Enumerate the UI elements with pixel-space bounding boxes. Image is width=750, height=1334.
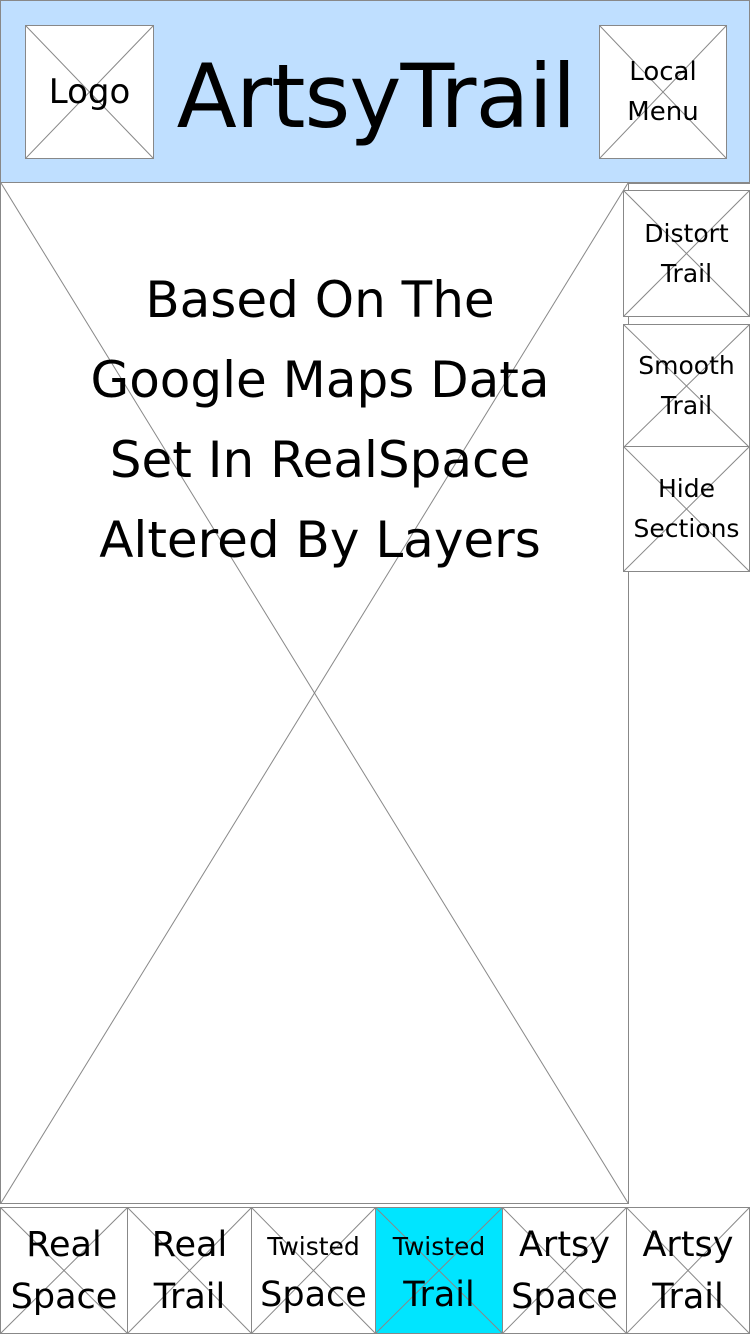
tab-label-line2: Space xyxy=(260,1274,367,1315)
tool-label-line2: Trail xyxy=(660,391,713,420)
map-description-line: Altered By Layers xyxy=(99,511,541,569)
tool-label-line2: Trail xyxy=(660,258,713,288)
tab-label-line2: Trail xyxy=(652,1276,724,1317)
tab-label-line1: Artsy xyxy=(642,1224,734,1265)
map-description: Based On The Google Maps Data Set In Rea… xyxy=(40,260,600,580)
map-view[interactable] xyxy=(0,183,629,1204)
tab-label-line1: Twisted xyxy=(267,1231,360,1261)
tab-artsy-trail[interactable]: Artsy Trail xyxy=(626,1207,750,1334)
menu-label-line2: Menu xyxy=(627,97,699,127)
app-title: ArtsyTrail xyxy=(176,44,577,148)
map-description-line: Based On The xyxy=(145,271,495,329)
tab-label-line1: Real xyxy=(26,1224,102,1265)
tab-label-line1: Real xyxy=(151,1224,228,1265)
tab-real-space[interactable]: Real Space xyxy=(0,1207,128,1334)
tab-twisted-space[interactable]: Twisted Space xyxy=(251,1207,376,1334)
tab-real-trail[interactable]: Real Trail xyxy=(127,1207,252,1334)
local-menu-button[interactable]: Local Menu xyxy=(599,25,727,159)
tab-label-line2: Space xyxy=(511,1276,618,1317)
hide-sections-button[interactable]: Hide Sections xyxy=(623,446,750,572)
logo-label: Logo xyxy=(48,71,131,112)
tool-label-line1: Distort xyxy=(644,218,729,248)
menu-label-line1: Local xyxy=(629,57,697,87)
tab-artsy-space[interactable]: Artsy Space xyxy=(502,1207,627,1334)
tab-twisted-trail[interactable]: Twisted Trail xyxy=(375,1207,503,1334)
tab-label-line1: Twisted xyxy=(392,1231,486,1261)
tool-label-line1: Hide xyxy=(657,474,715,503)
map-description-line: Google Maps Data xyxy=(90,351,550,409)
tab-label-line2: Trail xyxy=(403,1274,475,1315)
tab-label-line2: Trail xyxy=(153,1276,226,1317)
tool-label-line1: Smooth xyxy=(638,351,735,380)
smooth-trail-button[interactable]: Smooth Trail xyxy=(623,324,750,448)
tab-label-line1: Artsy xyxy=(518,1224,610,1265)
map-description-line: Set In RealSpace xyxy=(109,431,531,489)
distort-trail-button[interactable]: Distort Trail xyxy=(623,190,750,317)
logo[interactable]: Logo xyxy=(25,25,154,159)
tab-label-line2: Space xyxy=(10,1276,118,1317)
app-header: Logo ArtsyTrail Local Menu xyxy=(0,0,750,184)
tool-label-line2: Sections xyxy=(633,514,740,543)
